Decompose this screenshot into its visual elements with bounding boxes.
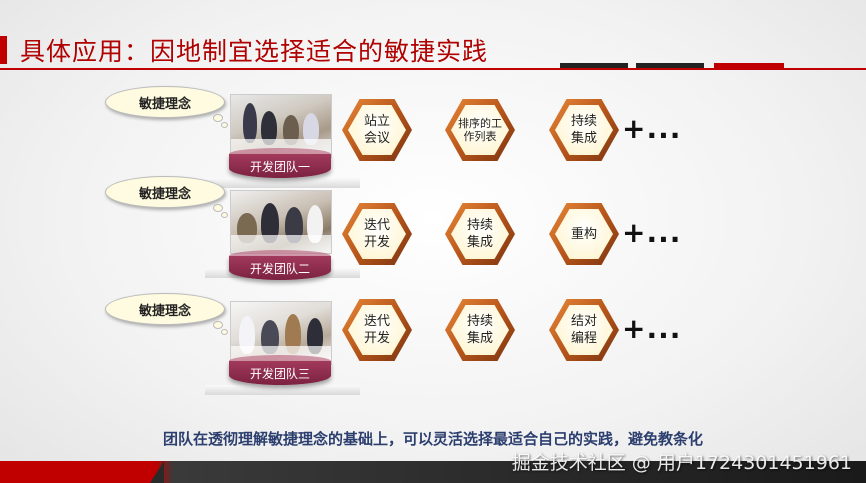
cloud-tail-dot (213, 321, 223, 329)
practice-label-line: 迭代 (363, 314, 390, 329)
practice-label-line: 持续 (466, 218, 493, 233)
more-indicator: +... (622, 216, 682, 249)
practice-label-line: 集成 (466, 331, 493, 346)
team-photo (230, 190, 332, 254)
practice-hex: 重构 (549, 203, 619, 265)
practice-label-line: 迭代 (363, 218, 390, 233)
practice-hex: 结对编程 (549, 299, 619, 361)
cloud-tail-dot (221, 212, 228, 218)
photo-base-plate (205, 385, 360, 395)
more-indicator: +... (622, 312, 682, 345)
team-label: 开发团队一 (229, 154, 331, 178)
watermark: 掘金技术社区 @ 用户1724301451961 (511, 452, 852, 474)
practice-hex: 持续集成 (445, 299, 515, 361)
summary-text: 团队在透彻理解敏捷理念的基础上，可以灵活选择最适合自己的实践，避免教条化 (162, 430, 703, 448)
footer-notch (150, 461, 164, 483)
cloud-tail-dot (221, 329, 228, 335)
practice-hex: 持续集成 (549, 99, 619, 161)
concept-cloud: 敏捷理念 (105, 176, 225, 208)
title-underline (0, 68, 866, 70)
cloud-tail-dot (221, 122, 228, 128)
practice-label-line: 结对 (570, 314, 597, 329)
photo-base-plate (205, 178, 360, 188)
practice-label-line: 集成 (466, 235, 493, 250)
more-indicator: +... (622, 112, 682, 145)
concept-cloud: 敏捷理念 (105, 293, 225, 325)
practice-label-line: 编程 (570, 331, 597, 346)
practice-label-line: 开发 (363, 235, 390, 250)
cloud-tail-dot (213, 114, 223, 122)
practice-label-line: 重构 (570, 226, 597, 242)
title-decor-block (714, 63, 784, 69)
team-label: 开发团队二 (229, 256, 331, 280)
concept-cloud: 敏捷理念 (105, 86, 225, 118)
practice-label-line: 集成 (570, 131, 597, 146)
practice-label-line: 持续 (570, 114, 597, 129)
footer-bar (0, 461, 866, 483)
practice-label-line: 排序的工 (458, 117, 502, 130)
team-row-2: 敏捷理念 开发团队二 (105, 176, 361, 286)
team-row-1: 敏捷理念 开发团队一 (105, 86, 361, 196)
practice-label-line: 站立 (363, 114, 390, 129)
practice-label-line: 作列表 (463, 130, 497, 143)
cloud-tail-dot (213, 204, 223, 212)
title-decor-block (636, 63, 704, 69)
practice-label-line: 持续 (466, 314, 493, 329)
practice-label-line: 会议 (363, 131, 390, 146)
practice-hex: 排序的工作列表 (445, 99, 515, 161)
slide-title: 具体应用：因地制宜选择适合的敏捷实践 (20, 37, 489, 66)
team-row-3: 敏捷理念 开发团队三 (105, 293, 361, 403)
practice-hex: 持续集成 (445, 203, 515, 265)
title-decor-block (560, 63, 628, 69)
team-label: 开发团队三 (229, 361, 331, 385)
title-accent-bar (0, 36, 7, 64)
title-bar: 具体应用：因地制宜选择适合的敏捷实践 (0, 30, 866, 72)
practice-label-line: 开发 (363, 331, 390, 346)
team-photo (230, 301, 332, 365)
